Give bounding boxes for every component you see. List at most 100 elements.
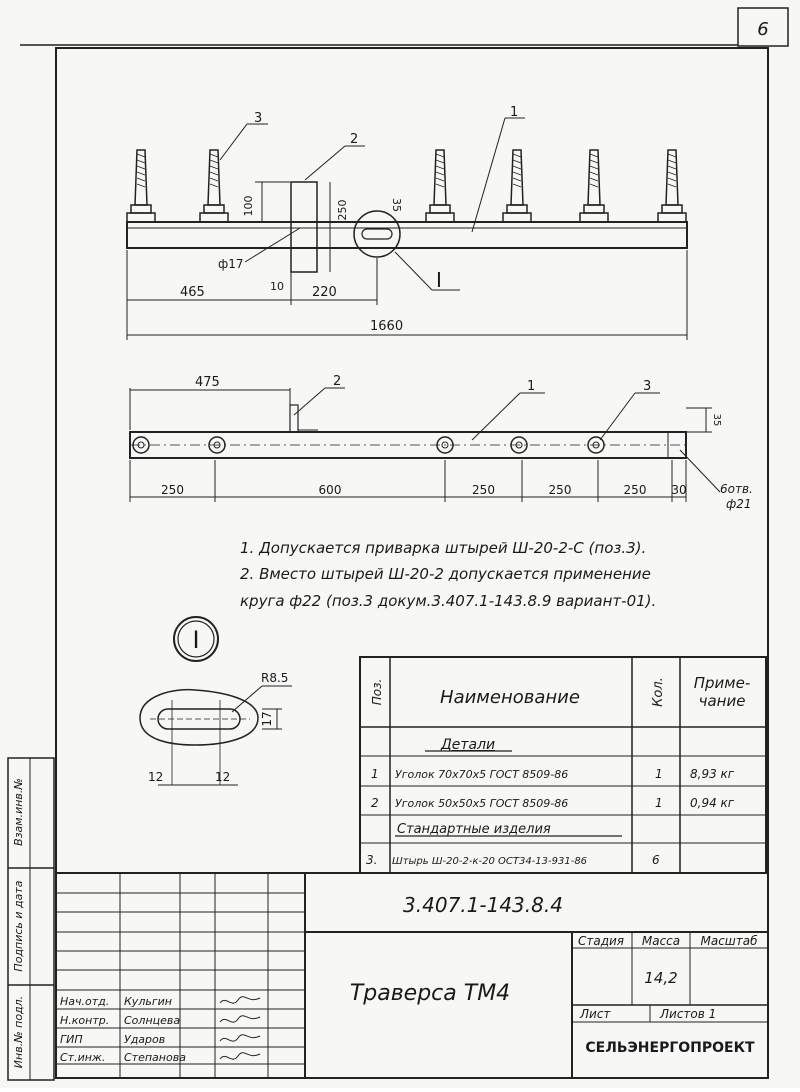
dim-label: 250 xyxy=(472,483,495,497)
std-row-name: Штырь Ш-20-2-к-20 ОСТ34-13-931-86 xyxy=(392,856,587,867)
dim-label: 600 xyxy=(319,483,342,497)
dim-250: 250 xyxy=(336,200,349,221)
signature-scribble xyxy=(219,1015,261,1023)
detail-dim-12-right: 12 xyxy=(215,770,230,784)
staff-role: Н.контр. xyxy=(60,1014,109,1027)
note-1: 1. Допускается приварка штырей Ш-20-2-С … xyxy=(240,539,646,557)
mounting-hole xyxy=(132,436,150,454)
pin xyxy=(657,149,687,223)
dim-465: 465 xyxy=(180,285,205,300)
table-header-name: Наименование xyxy=(440,687,580,708)
mass-value: 14,2 xyxy=(644,969,677,987)
table-header-pos: Поз. xyxy=(370,679,384,706)
dim-10: 10 xyxy=(270,280,284,293)
detail-callout-circle xyxy=(353,210,401,258)
dim-220: 220 xyxy=(312,285,337,300)
mounting-hole xyxy=(510,436,528,454)
detail-marker-label: I xyxy=(192,626,199,654)
staff-role: Ст.инж. xyxy=(60,1051,105,1064)
staff-name: Кульгин xyxy=(124,995,172,1008)
mass-label: Масса xyxy=(642,934,680,948)
sheets-label: Листов 1 xyxy=(659,1007,716,1021)
organization: СЕЛЬЭНЕРГОПРОЕКТ xyxy=(585,1040,755,1056)
pin xyxy=(425,149,455,223)
side-stamp-replacement: Взам.инв.№ xyxy=(12,778,25,846)
dim-label: 250 xyxy=(161,483,184,497)
detail-view: I R8.5 17 12 12 xyxy=(139,616,292,786)
pin xyxy=(126,149,156,223)
holes-label-1: 6отв. xyxy=(720,482,753,496)
page-number-box xyxy=(737,7,789,47)
row2-pos: 2 xyxy=(371,796,379,810)
pin xyxy=(579,149,609,223)
title-block xyxy=(55,872,769,1079)
staff-name: Солнцева xyxy=(124,1014,180,1027)
detail-marker-circle xyxy=(173,616,219,662)
std-row-pos: 3. xyxy=(366,853,377,867)
pos3-label: 3 xyxy=(254,111,262,126)
staff-name: Ударов xyxy=(124,1033,165,1046)
doc-code: 3.407.1-143.8.4 xyxy=(403,893,563,917)
dim-label: 250 xyxy=(549,483,572,497)
note-2: 2. Вместо штырей Ш-20-2 допускается прим… xyxy=(240,565,651,583)
signature-scribble xyxy=(219,1034,261,1042)
pin xyxy=(199,149,229,223)
side-stamp-original: Инв.№ подл. xyxy=(12,996,25,1068)
note-3: круга ф22 (поз.3 докум.3.407.1-143.8.9 в… xyxy=(240,592,656,610)
dim-35-top: 35 xyxy=(711,414,722,427)
dim-100: 100 xyxy=(242,196,255,217)
row1-pos: 1 xyxy=(371,767,379,781)
pin xyxy=(502,149,532,223)
section-details: Детали xyxy=(440,737,495,753)
signature-scribble xyxy=(219,996,261,1004)
angle-bar-front xyxy=(126,221,688,249)
detail-outline xyxy=(139,688,259,746)
spec-table xyxy=(359,656,767,874)
pos1-label-top: 1 xyxy=(527,379,535,394)
table-header-qty: Кол. xyxy=(651,677,666,707)
dim-label: 30 xyxy=(671,483,686,497)
std-row-qty: 6 xyxy=(652,853,660,867)
row1-name: Уголок 70х70х5 ГОСТ 8509-86 xyxy=(395,768,568,781)
scale-label: Масштаб xyxy=(700,934,758,948)
mounting-hole xyxy=(208,436,226,454)
dim-35: 35 xyxy=(390,198,403,212)
staff-role: Нач.отд. xyxy=(60,995,109,1008)
side-stamp-signature: Подпись и дата xyxy=(12,880,25,971)
pos2-label-top: 2 xyxy=(333,374,341,389)
mounting-hole xyxy=(587,436,605,454)
holes-label-2: ф21 xyxy=(726,497,752,511)
detail-radius: R8.5 xyxy=(261,671,288,685)
stage-label: Стадия xyxy=(578,934,624,948)
dim-phi17: ф17 xyxy=(218,257,244,271)
dim-label: 250 xyxy=(624,483,647,497)
dim-475: 475 xyxy=(195,375,220,390)
page-number: 6 xyxy=(757,19,768,40)
signature-scribble xyxy=(219,1052,261,1060)
staff-name: Степанова xyxy=(124,1051,186,1064)
side-stamp xyxy=(7,757,55,1081)
sheet-label: Лист xyxy=(579,1007,611,1021)
detail-dim-12-left: 12 xyxy=(148,770,163,784)
mounting-hole xyxy=(436,436,454,454)
pins-front xyxy=(126,149,687,223)
pos2-label: 2 xyxy=(350,132,358,147)
dim-1660: 1660 xyxy=(370,319,403,334)
detail-dim-17: 17 xyxy=(260,711,274,726)
detail-ref: I xyxy=(436,268,442,292)
staff-role: ГИП xyxy=(60,1033,83,1046)
slot-hole xyxy=(361,228,393,240)
holes-top xyxy=(132,436,605,454)
row2-name: Уголок 50х50х5 ГОСТ 8509-86 xyxy=(395,797,568,810)
section-standard: Стандартные изделия xyxy=(397,822,551,837)
bottom-dimensions: 250 600 250 250 250 30 xyxy=(129,460,687,502)
row1-qty: 1 xyxy=(655,767,663,781)
row1-note: 8,93 кг xyxy=(690,767,735,781)
front-view: 100 250 35 ф17 10 3 2 1 I 465 220 1660 xyxy=(126,105,688,340)
pos1-label: 1 xyxy=(510,105,518,120)
table-header-note-1: Приме- xyxy=(694,674,751,692)
row2-note: 0,94 кг xyxy=(690,796,735,810)
